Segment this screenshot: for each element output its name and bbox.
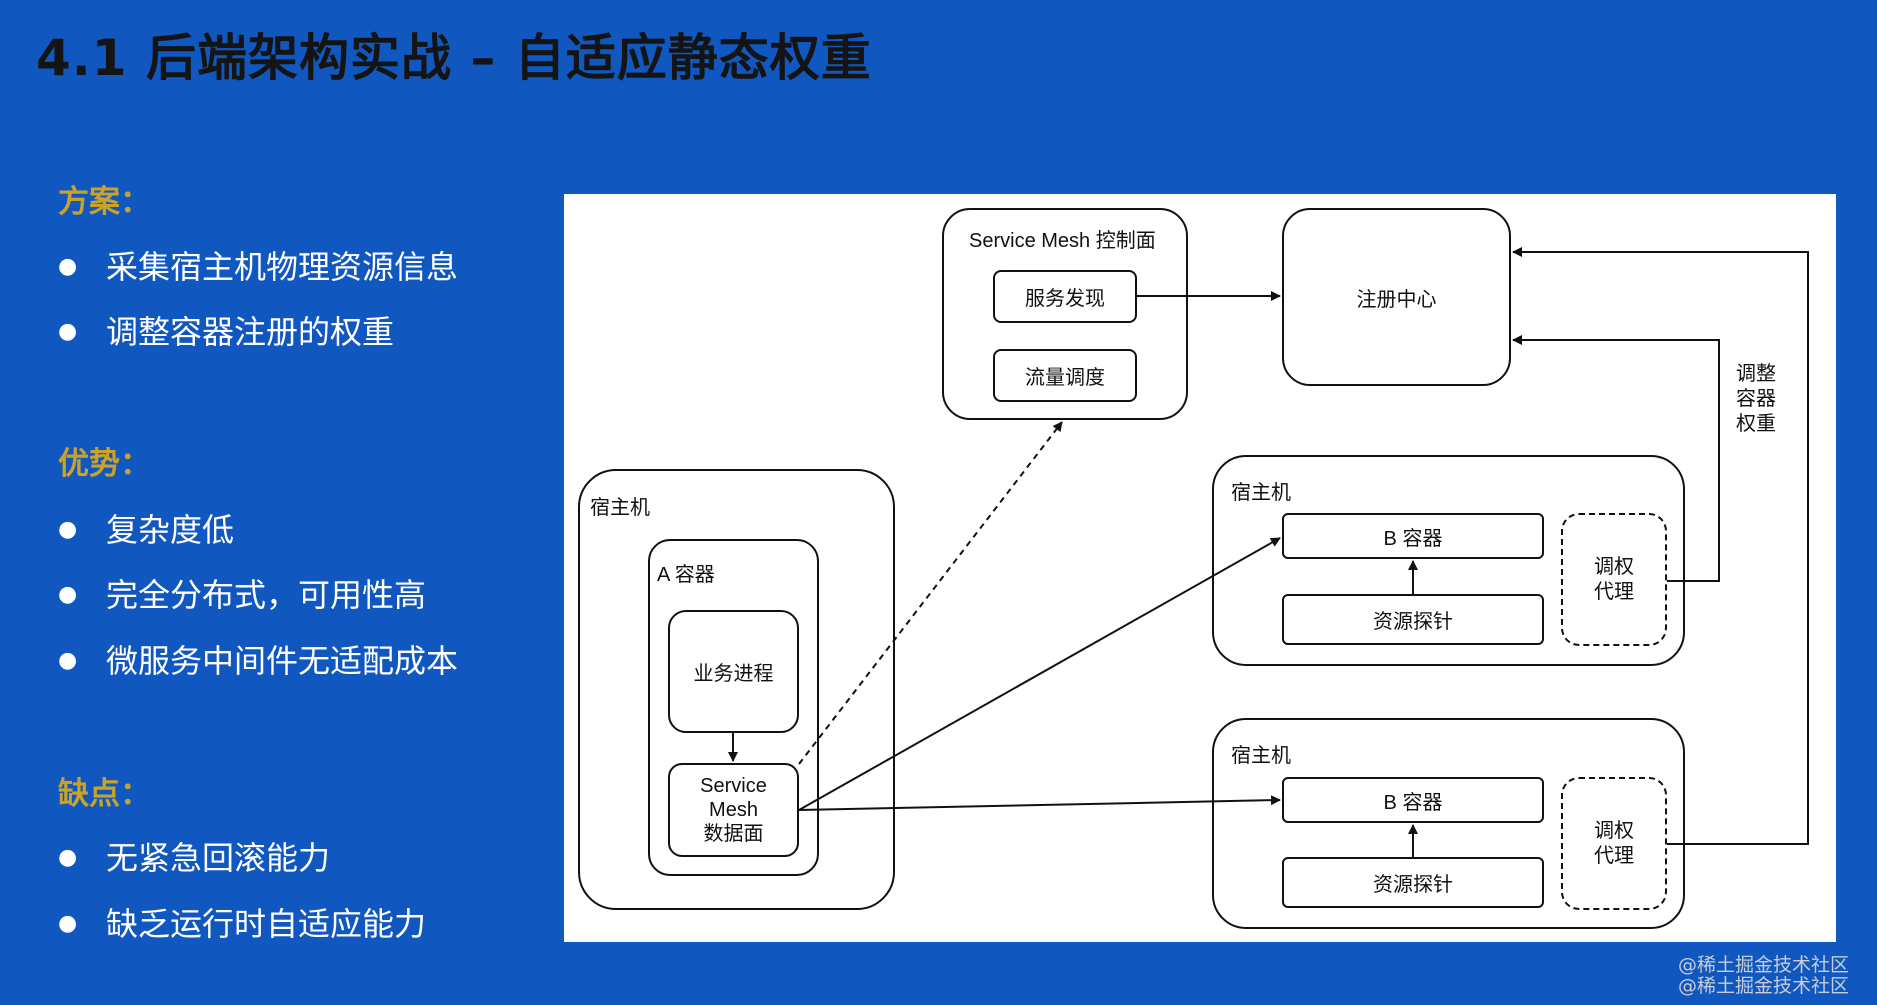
arrow-dataplane-to-b1 (798, 537, 1281, 811)
business-process-box: 业务进程 (668, 610, 799, 733)
section-heading-advantages: 优势： (58, 446, 151, 482)
section-heading-disadvantages: 缺点： (58, 776, 151, 812)
bullet-text: 完全分布式，可用性高 (106, 576, 427, 614)
watermark: @稀土掘金技术社区 @稀土掘金技术社区 (1658, 955, 1849, 997)
bullet-text: 复杂度低 (106, 511, 235, 549)
container-b1-box: B 容器 (1282, 513, 1544, 559)
adjust-weight-label: 调整 容器 权重 (1736, 363, 1776, 435)
control-plane-title: Service Mesh 控制面 (969, 230, 1156, 252)
bullet-item: ●复杂度低 (58, 511, 235, 549)
data-plane-box: Service Mesh 数据面 (668, 763, 799, 857)
bullet-item: ●无紧急回滚能力 (58, 839, 331, 877)
weight-proxy-b1-box: 调权 代理 (1561, 513, 1667, 646)
bullet-text: 微服务中间件无适配成本 (106, 642, 459, 680)
container-b2-box: B 容器 (1282, 777, 1544, 823)
registry-box: 注册中心 (1282, 208, 1511, 386)
probe-b1-box: 资源探针 (1282, 594, 1544, 645)
bullet-item: ●调整容器注册的权重 (58, 313, 395, 351)
bullet-text: 缺乏运行时自适应能力 (106, 905, 427, 943)
arrow-proxy-b1-to-registry (1512, 335, 1720, 582)
host-a-label: 宿主机 (590, 497, 650, 519)
watermark-line: @稀土掘金技术社区 (1677, 954, 1849, 976)
bullet-item: ●采集宿主机物理资源信息 (58, 248, 459, 286)
bullet-item: ●微服务中间件无适配成本 (58, 642, 459, 680)
service-discovery-box: 服务发现 (993, 270, 1137, 323)
watermark-line: @稀土掘金技术社区 (1677, 975, 1849, 997)
section-heading-plan: 方案： (58, 184, 151, 220)
arrow-dataplane-to-control (798, 421, 1063, 765)
bullet-text: 采集宿主机物理资源信息 (106, 248, 459, 286)
probe-b2-box: 资源探针 (1282, 857, 1544, 908)
connector-layer (728, 247, 1809, 857)
weight-proxy-b2-box: 调权 代理 (1561, 777, 1667, 910)
bullet-item: ●完全分布式，可用性高 (58, 576, 427, 614)
bullet-text: 调整容器注册的权重 (106, 313, 395, 351)
slide-title: 4.1 后端架构实战 – 自适应静态权重 (36, 29, 872, 87)
arrow-proxy-b2-to-registry (1512, 247, 1809, 845)
bullet-text: 无紧急回滚能力 (106, 839, 331, 877)
arrow-dataplane-to-b2 (798, 795, 1281, 811)
bullet-item: ●缺乏运行时自适应能力 (58, 905, 427, 943)
container-a-label: A 容器 (657, 564, 715, 586)
architecture-diagram: Service Mesh 控制面 服务发现 流量调度 注册中心 宿主机 A 容器… (564, 194, 1836, 942)
traffic-scheduling-box: 流量调度 (993, 349, 1137, 402)
host-b1-label: 宿主机 (1231, 482, 1291, 504)
host-b2-label: 宿主机 (1231, 745, 1291, 767)
